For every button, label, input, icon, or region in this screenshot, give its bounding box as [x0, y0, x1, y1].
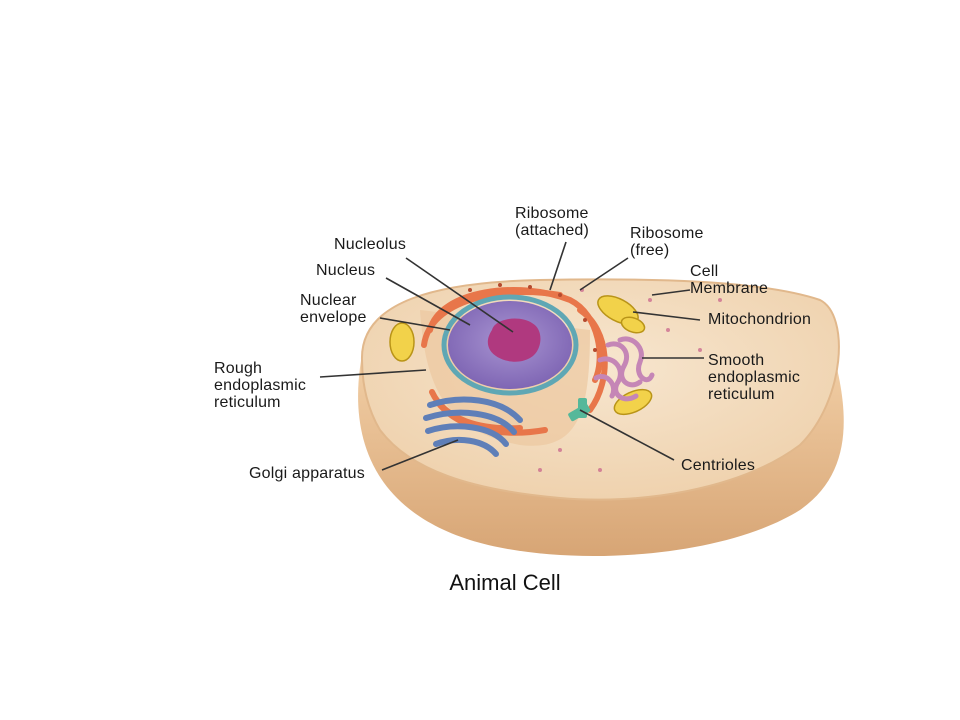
- label-nucleus: Nucleus: [316, 262, 376, 279]
- mitochondria: [389, 295, 653, 416]
- label-nuclear-envelope: Nuclear envelope: [300, 292, 367, 326]
- label-nucleolus: Nucleolus: [334, 236, 407, 253]
- ribosome-dots-free: [538, 288, 722, 472]
- diagram-caption: Animal Cell: [449, 570, 561, 595]
- label-smooth-er: Smooth endoplasmic reticulum: [708, 352, 801, 403]
- label-centrioles: Centrioles: [681, 457, 756, 474]
- leader-lines: [319, 241, 704, 471]
- label-golgi-apparatus: Golgi apparatus: [249, 465, 365, 482]
- label-mitochondrion: Mitochondrion: [708, 311, 812, 328]
- label-ribosome-attached: Ribosome (attached): [515, 205, 590, 239]
- ribosome-dots-attached: [468, 283, 597, 352]
- label-ribosome-free: Ribosome (free): [630, 225, 704, 259]
- nucleolus-shape: [487, 318, 541, 362]
- label-cell-membrane: Cell Membrane: [690, 263, 769, 297]
- smooth-er: [593, 336, 655, 402]
- nuclear-envelope-shape: [441, 294, 579, 396]
- golgi-stack: [423, 396, 523, 457]
- label-rough-er: Rough endoplasmic reticulum: [214, 360, 307, 411]
